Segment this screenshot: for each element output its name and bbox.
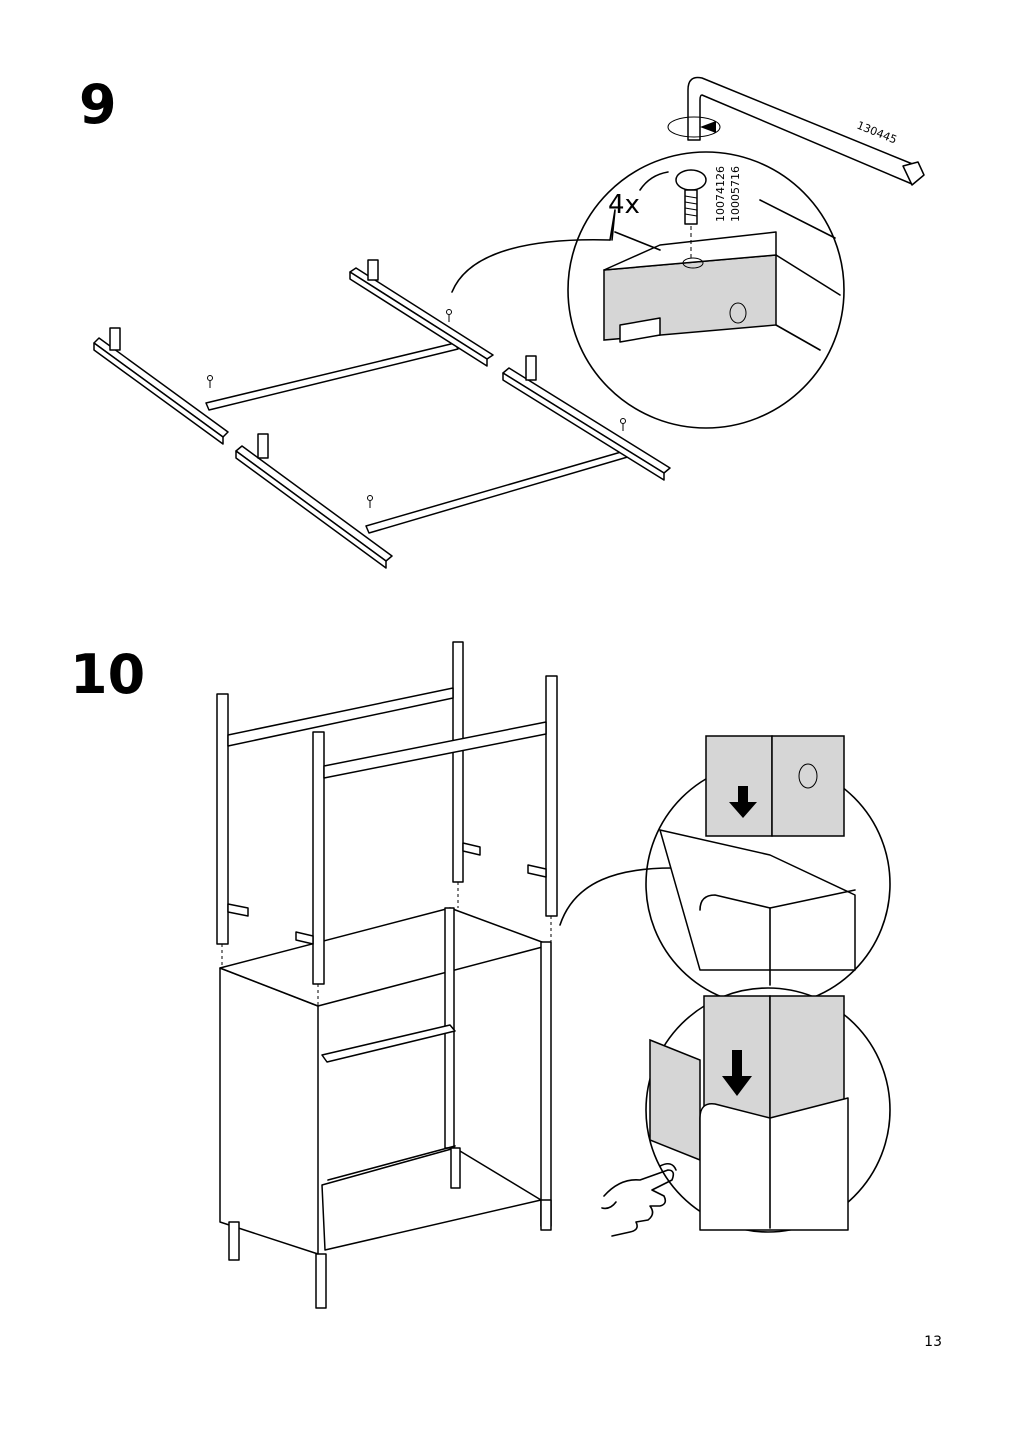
leg	[540, 1199, 552, 1231]
upright-post	[216, 693, 229, 945]
quantity-label: 4x	[608, 190, 640, 220]
crossbar	[323, 721, 547, 779]
side-panel	[219, 967, 319, 1255]
down-arrow-icon	[729, 786, 757, 818]
step-number-10: 10	[70, 643, 146, 706]
allen-key-icon	[667, 76, 925, 186]
screw-icon	[207, 309, 626, 508]
rail-lower-right	[502, 367, 671, 474]
step9-frame-assembly	[93, 259, 671, 569]
rotate-arrow-icon	[667, 116, 721, 138]
screw-icon	[675, 169, 707, 191]
upright-post	[312, 731, 325, 985]
crossbar-lower	[365, 449, 632, 534]
rail-upper-right	[349, 267, 494, 360]
screw-hole	[682, 257, 704, 269]
step10-shelving-assembly	[216, 641, 558, 1309]
hand-push-icon	[601, 1162, 677, 1237]
crossbar	[227, 687, 454, 747]
down-arrow-icon	[722, 1050, 752, 1096]
step10-detail-top	[559, 735, 891, 1007]
page-number: 13	[924, 1334, 942, 1350]
upright-post	[545, 675, 558, 917]
leg	[315, 1253, 327, 1309]
screw-article-number: 10005716	[729, 166, 742, 222]
step10-detail-bottom	[645, 987, 891, 1233]
rail-upper-left	[93, 337, 229, 438]
rail-lower-left	[235, 445, 393, 562]
screw-article-number: 10074126	[714, 166, 727, 222]
post-stub	[109, 327, 121, 351]
step9-detail-callout	[451, 151, 845, 429]
leg	[450, 1147, 461, 1189]
step-number-9: 9	[79, 73, 117, 136]
upright-post	[452, 641, 464, 883]
leg	[228, 1221, 240, 1261]
crossbar-upper	[205, 342, 459, 411]
